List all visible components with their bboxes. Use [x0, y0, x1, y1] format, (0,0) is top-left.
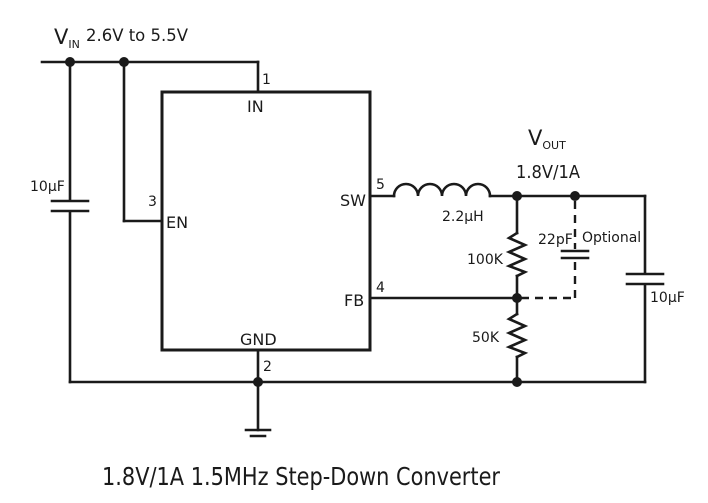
pin-fb-label: FB: [344, 291, 364, 310]
cff-value: 22pF: [538, 232, 573, 248]
vout-label: VOUT: [528, 126, 566, 152]
resistor-bottom: [505, 296, 529, 384]
pin-in-label: IN: [247, 97, 264, 116]
cout-value: 10µF: [650, 290, 685, 306]
vin-range-label: 2.6V to 5.5V: [86, 26, 188, 46]
pin1-number: 1: [262, 72, 271, 88]
pin4-number: 4: [376, 280, 385, 296]
pin-gnd-label: GND: [240, 330, 277, 349]
cff-note: Optional: [582, 230, 641, 246]
ic-body: [160, 90, 372, 352]
vout-node-2: [570, 191, 580, 201]
pin5-number: 5: [376, 177, 385, 193]
vout-spec-label: 1.8V/1A: [516, 162, 581, 183]
resistor-top-value: 100K: [467, 252, 504, 268]
input-capacitor: [50, 60, 90, 384]
pin2-number: 2: [263, 359, 272, 375]
pin-en-label: EN: [166, 213, 188, 232]
inductor: [368, 182, 647, 198]
fb-wire: [368, 293, 522, 303]
pin3-number: 3: [148, 194, 157, 210]
diagram-caption: 1.8V/1A 1.5MHz Step-Down Converter: [102, 462, 501, 491]
resistor-bottom-value: 50K: [472, 330, 500, 346]
vin-rail: [40, 57, 260, 94]
en-wire: [122, 60, 164, 223]
output-capacitor: [625, 194, 665, 384]
resistor-top: [505, 194, 529, 300]
cin-value: 10µF: [30, 179, 65, 195]
ground-rail: [68, 348, 647, 432]
pin-sw-label: SW: [340, 191, 366, 210]
vin-label: VIN: [54, 25, 80, 51]
ground-symbol: [244, 428, 272, 438]
inductor-value: 2.2µH: [442, 209, 484, 225]
feedforward-capacitor: [521, 201, 590, 300]
